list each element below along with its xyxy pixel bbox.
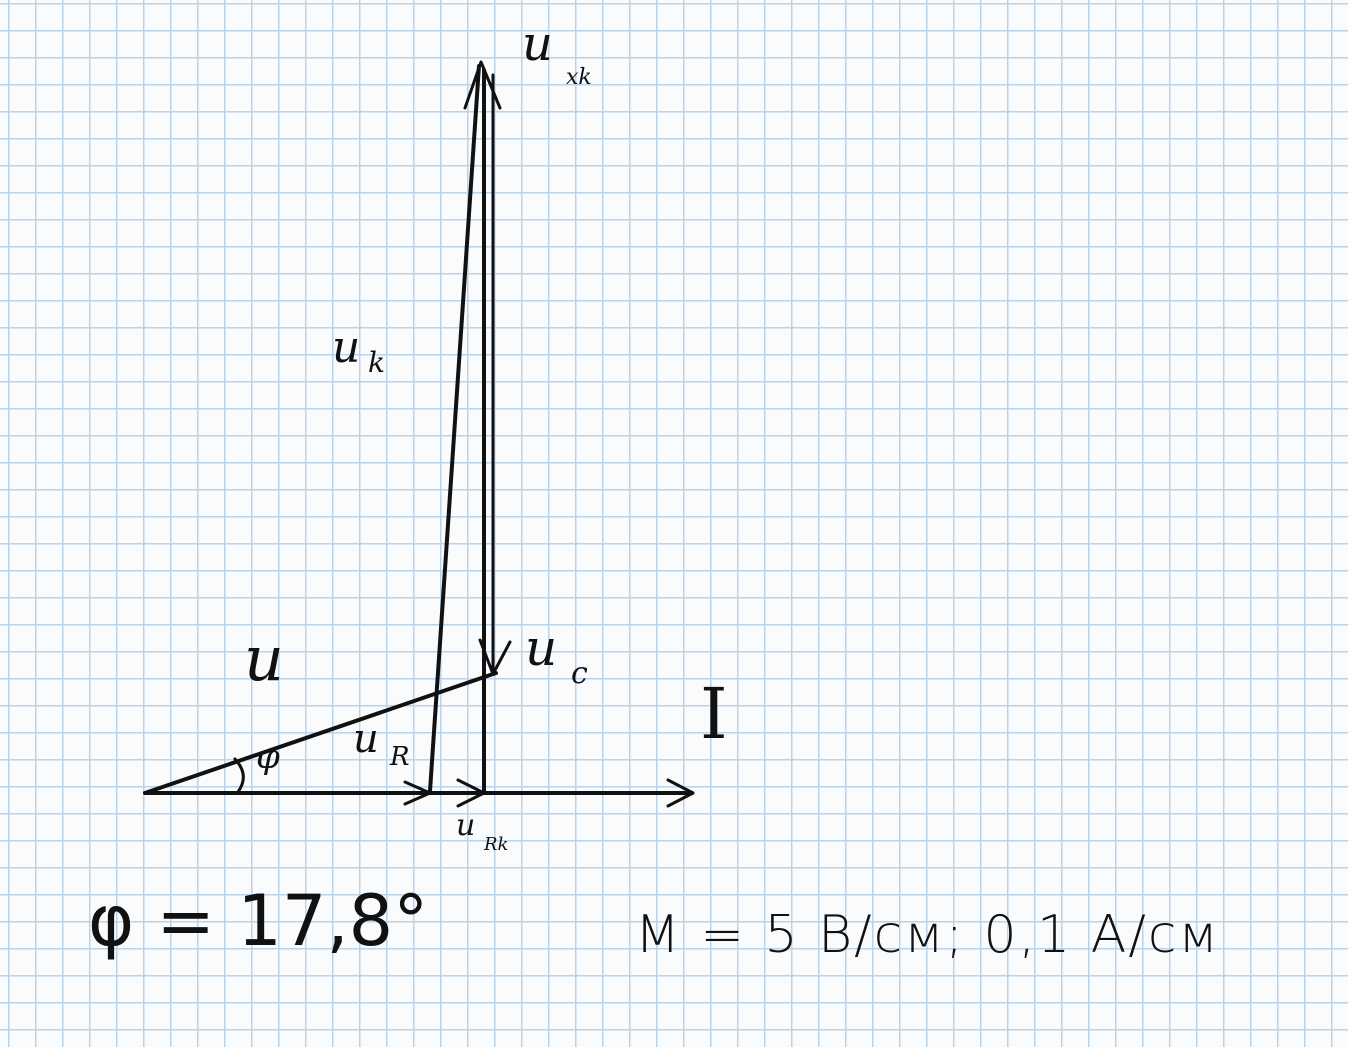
u-total-vector <box>143 671 498 795</box>
u-xk-label: u <box>522 16 553 72</box>
u-k-label: u <box>332 322 360 373</box>
phi-angle-arc <box>233 757 245 794</box>
u-r-arrowhead <box>403 780 432 806</box>
u-c-subscript: c <box>571 656 588 691</box>
u-xk-subscript: xk <box>566 65 592 90</box>
scale-note: M = 5 В/см; 0,1 А/см <box>635 905 1220 965</box>
u-k-vector <box>428 64 481 793</box>
u-r-label: u <box>353 716 379 762</box>
u-rk-label: u <box>456 808 475 843</box>
u-c-label: u <box>525 619 557 677</box>
phi-value-note: φ = 17,8° <box>88 880 429 962</box>
current-axis-arrowhead <box>666 778 695 808</box>
u-rk-subscript: Rk <box>483 834 508 855</box>
u-k-subscript: k <box>368 346 385 379</box>
phi-label: φ <box>256 737 280 777</box>
u-total-label: u <box>244 622 284 695</box>
current-label: I <box>700 673 728 755</box>
u-r-subscript: R <box>389 742 410 772</box>
